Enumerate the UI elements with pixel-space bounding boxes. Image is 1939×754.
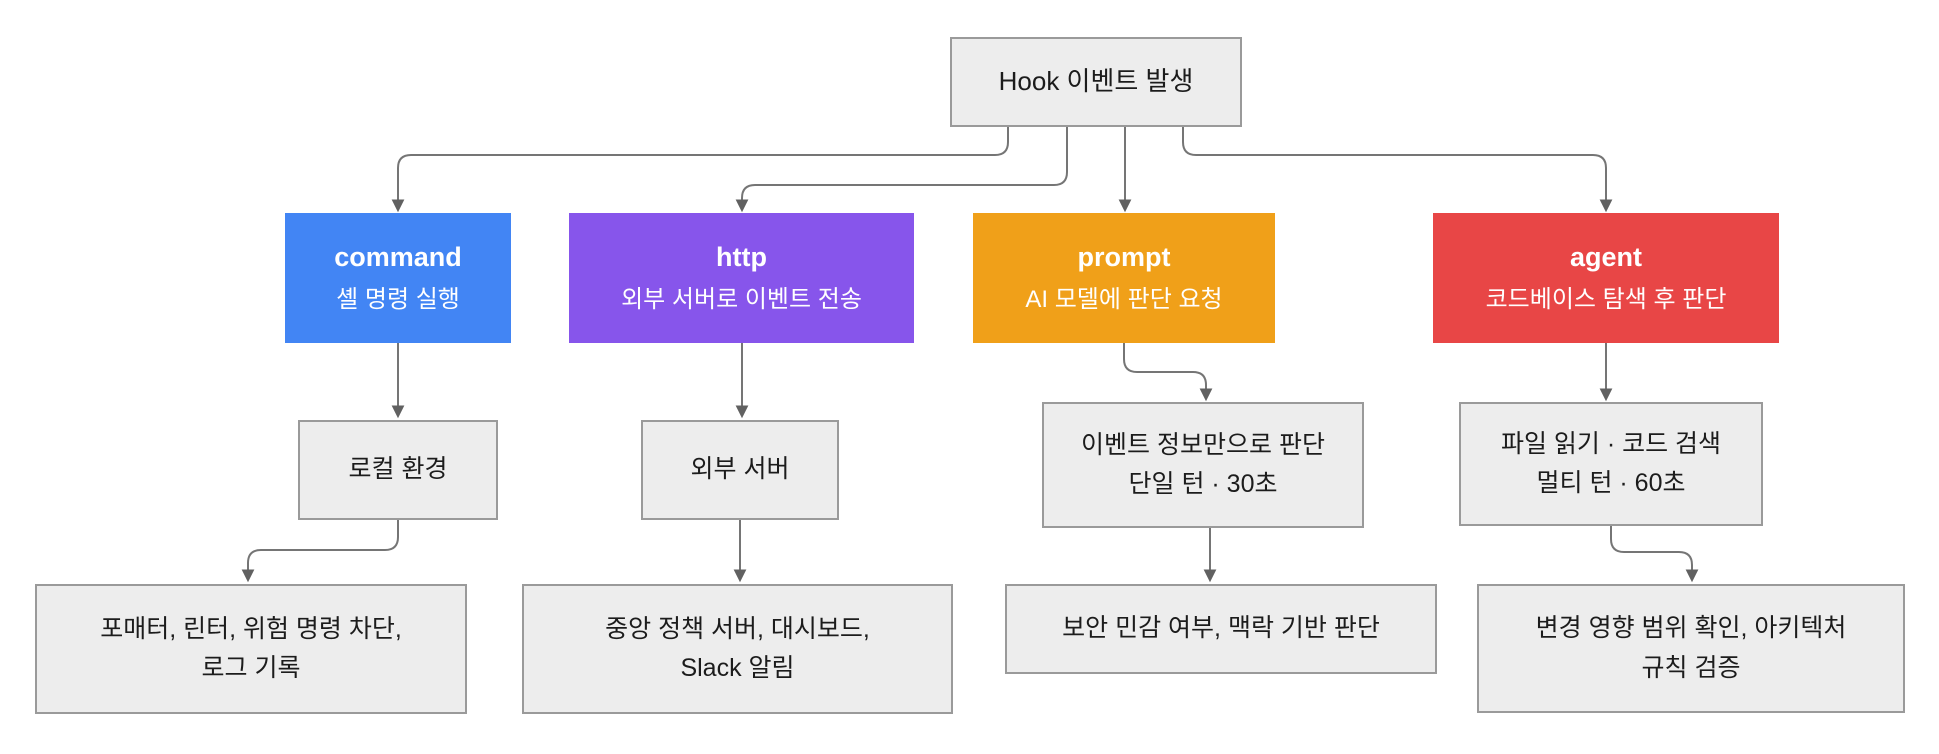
node-line: 보안 민감 여부, 맥락 기반 판단: [1062, 614, 1380, 643]
node-hook-event: Hook 이벤트 발생: [950, 37, 1242, 127]
edge-hook-to-command: [391, 127, 1009, 213]
edge-prompt-to-method: [1123, 343, 1213, 402]
node-line: 파일 읽기 · 코드 검색: [1500, 429, 1722, 458]
node-subtitle: 외부 서버로 이벤트 전송: [621, 286, 862, 314]
node-subtitle: 셸 명령 실행: [336, 286, 460, 314]
edge-method-to-usecases-agent: [1610, 526, 1699, 583]
node-line: 멀티 턴 · 60초: [1536, 469, 1686, 497]
edge-hook-to-agent: [1182, 127, 1613, 213]
node-line: 단일 턴 · 30초: [1128, 470, 1278, 498]
node-subtitle: 코드베이스 탐색 후 판단: [1485, 286, 1727, 314]
node-prompt-method: 이벤트 정보만으로 판단 단일 턴 · 30초: [1042, 402, 1364, 528]
node-line: Slack 알림: [680, 654, 795, 682]
edge-local-to-usecases: [241, 520, 399, 583]
node-title: http: [716, 242, 767, 273]
node-line: 변경 영향 범위 확인, 아키텍처: [1535, 614, 1847, 642]
node-line: 규칙 검증: [1641, 653, 1741, 682]
node-command-destination: 로컬 환경: [298, 420, 498, 520]
node-agent: agent 코드베이스 탐색 후 판단: [1433, 213, 1779, 343]
node-line: 중앙 정책 서버, 대시보드,: [605, 614, 870, 643]
node-title: prompt: [1077, 242, 1171, 273]
node-prompt-usecases: 보안 민감 여부, 맥락 기반 판단: [1005, 584, 1437, 674]
node-agent-usecases: 변경 영향 범위 확인, 아키텍처 규칙 검증: [1477, 584, 1905, 713]
node-line: 로그 기록: [201, 654, 301, 682]
node-http: http 외부 서버로 이벤트 전송: [569, 213, 914, 343]
node-line: 포매터, 린터, 위험 명령 차단,: [100, 614, 402, 643]
node-http-destination: 외부 서버: [641, 420, 839, 520]
node-command: command 셸 명령 실행: [285, 213, 511, 343]
node-line: 외부 서버: [690, 455, 790, 484]
node-prompt: prompt AI 모델에 판단 요청: [973, 213, 1275, 343]
node-title: command: [334, 242, 462, 273]
edge-hook-to-http: [735, 127, 1068, 213]
node-line: 로컬 환경: [348, 455, 448, 484]
node-title: agent: [1569, 242, 1642, 273]
node-line: 이벤트 정보만으로 판단: [1081, 430, 1325, 459]
node-subtitle: AI 모델에 판단 요청: [1025, 286, 1223, 314]
node-agent-method: 파일 읽기 · 코드 검색 멀티 턴 · 60초: [1459, 402, 1763, 526]
node-command-usecases: 포매터, 린터, 위험 명령 차단, 로그 기록: [35, 584, 467, 714]
node-label: Hook 이벤트 발생: [998, 66, 1194, 97]
node-http-usecases: 중앙 정책 서버, 대시보드, Slack 알림: [522, 584, 953, 714]
